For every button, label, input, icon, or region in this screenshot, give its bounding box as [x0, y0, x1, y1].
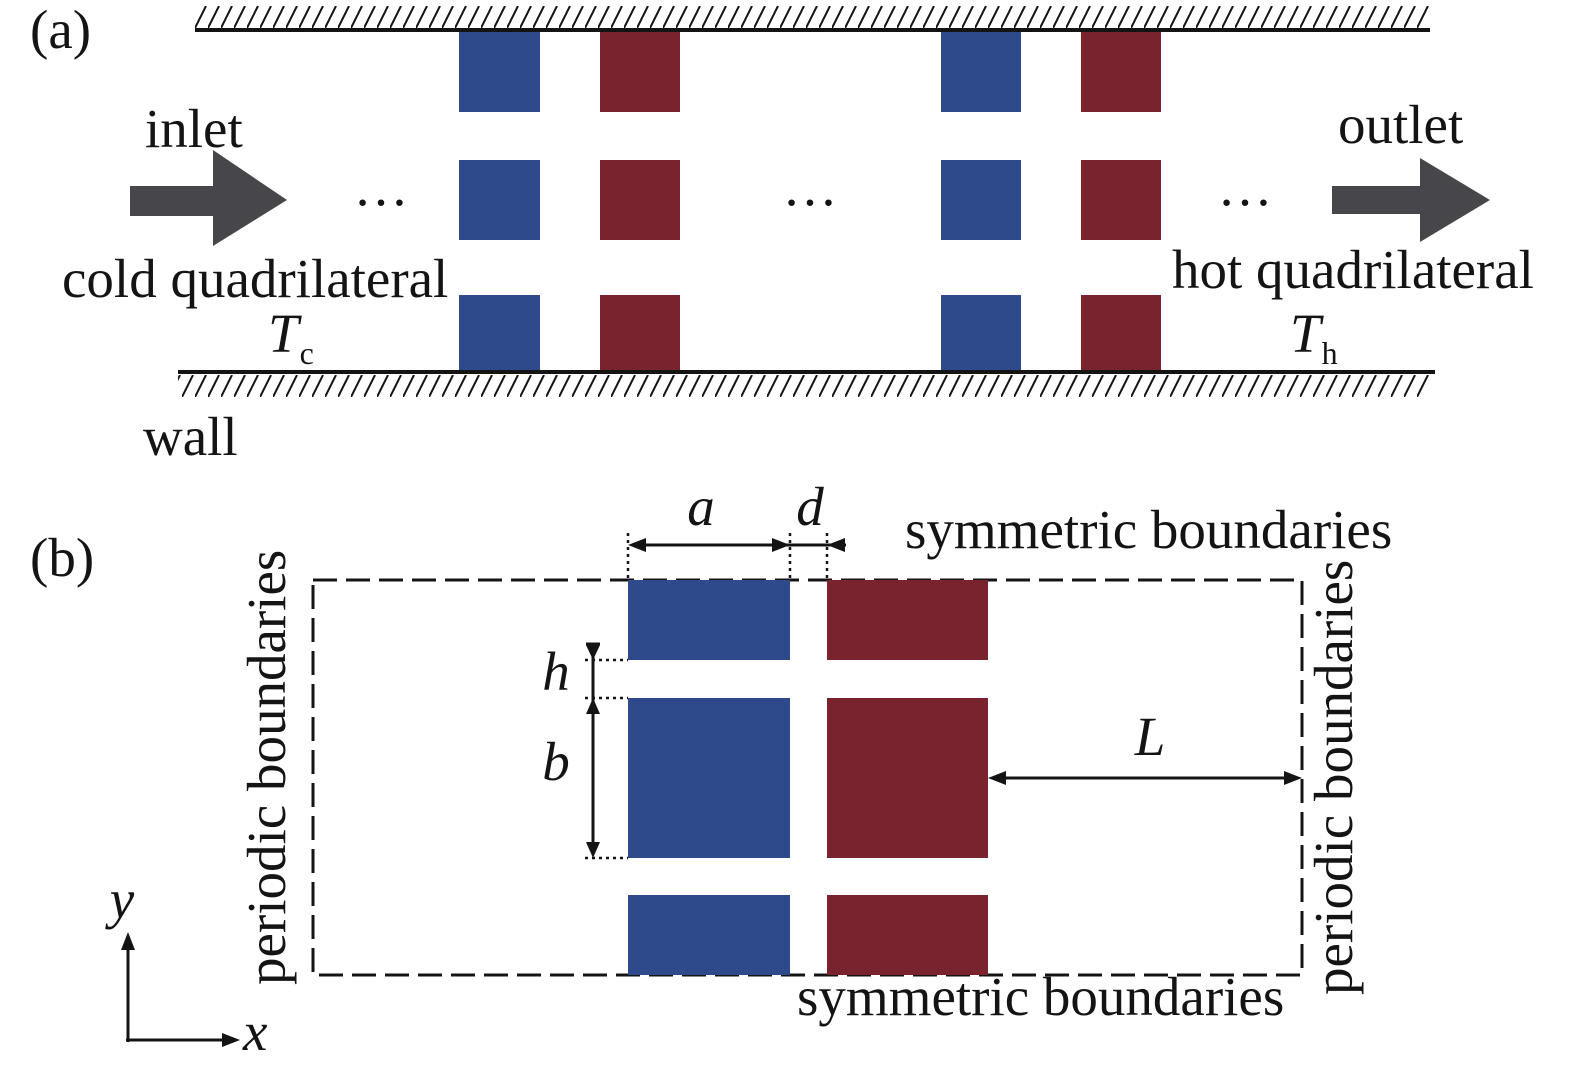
outlet-label: outlet	[1338, 94, 1463, 155]
cold-quadrilateral-label: cold quadrilateral	[62, 248, 448, 309]
hot-quadrilateral	[827, 698, 988, 858]
hot-quadrilateral-label: hot quadrilateral	[1172, 239, 1534, 300]
cold-quadrilateral	[459, 30, 540, 112]
cold-quadrilateral	[459, 160, 540, 240]
hot-temperature-label: Th	[1290, 303, 1338, 371]
periodic-boundaries-left-label: periodic boundaries	[236, 550, 297, 985]
ellipsis: …	[783, 156, 838, 217]
inlet-label: inlet	[145, 98, 243, 159]
panel-a-label: (a)	[30, 0, 91, 60]
arrowhead-icon	[827, 538, 845, 552]
y-axis-label: y	[105, 869, 135, 930]
dimension-L-label: L	[1134, 706, 1166, 767]
cold-quadrilateral	[941, 160, 1021, 240]
panel-b-label: (b)	[30, 527, 94, 588]
wall-label: wall	[143, 406, 238, 467]
hot-quadrilateral	[600, 295, 680, 372]
temperature-subscript: c	[300, 335, 314, 371]
cold-quadrilateral	[941, 30, 1021, 112]
x-axis-label: x	[242, 1001, 268, 1062]
arrowhead-icon	[988, 771, 1006, 785]
y-axis-arrow-icon	[121, 932, 135, 950]
arrowhead-icon	[628, 538, 646, 552]
hot-quadrilateral	[600, 160, 680, 240]
periodic-boundaries-right-label: periodic boundaries	[1303, 560, 1364, 995]
cold-temperature-label: Tc	[268, 303, 314, 371]
bottom-wall-hatching	[178, 375, 1430, 397]
dimension-d-label: d	[796, 476, 824, 537]
hot-quadrilateral	[1081, 30, 1161, 112]
x-axis-arrow-icon	[222, 1033, 240, 1047]
arrowhead-icon	[586, 645, 600, 660]
cold-quadrilateral	[459, 295, 540, 372]
hot-quadrilateral	[600, 30, 680, 112]
ellipsis: …	[1218, 156, 1273, 217]
arrowhead-icon	[586, 842, 600, 858]
dimension-h-label: h	[542, 641, 570, 702]
cold-quadrilateral	[628, 698, 790, 858]
cold-quadrilateral	[941, 295, 1021, 372]
symmetric-boundaries-top-label: symmetric boundaries	[905, 499, 1392, 560]
dimension-b-label: b	[542, 731, 570, 792]
hot-quadrilateral	[1081, 295, 1161, 372]
ellipsis: …	[354, 156, 409, 217]
outlet-arrow-icon	[1332, 158, 1490, 242]
cold-quadrilateral	[628, 895, 790, 975]
dimension-a-label: a	[687, 476, 715, 537]
temperature-subscript: h	[1322, 335, 1338, 371]
temperature-symbol: T	[1290, 303, 1324, 364]
inlet-arrow-icon	[130, 150, 287, 246]
panel-a: (a) inlet outlet … … … cold quadrilatera…	[30, 0, 1534, 467]
hot-quadrilateral	[1081, 160, 1161, 240]
arrowhead-icon	[772, 538, 790, 552]
symmetric-boundaries-bottom-label: symmetric boundaries	[797, 966, 1284, 1027]
hot-quadrilateral	[827, 895, 988, 975]
arrowhead-icon	[586, 698, 600, 714]
temperature-symbol: T	[268, 303, 302, 364]
panel-b: (b) a d h b L s	[30, 476, 1392, 1062]
top-wall-hatching	[195, 6, 1430, 28]
hot-quadrilateral	[827, 580, 988, 660]
arrowhead-icon	[1284, 771, 1302, 785]
cold-quadrilateral	[628, 580, 790, 660]
